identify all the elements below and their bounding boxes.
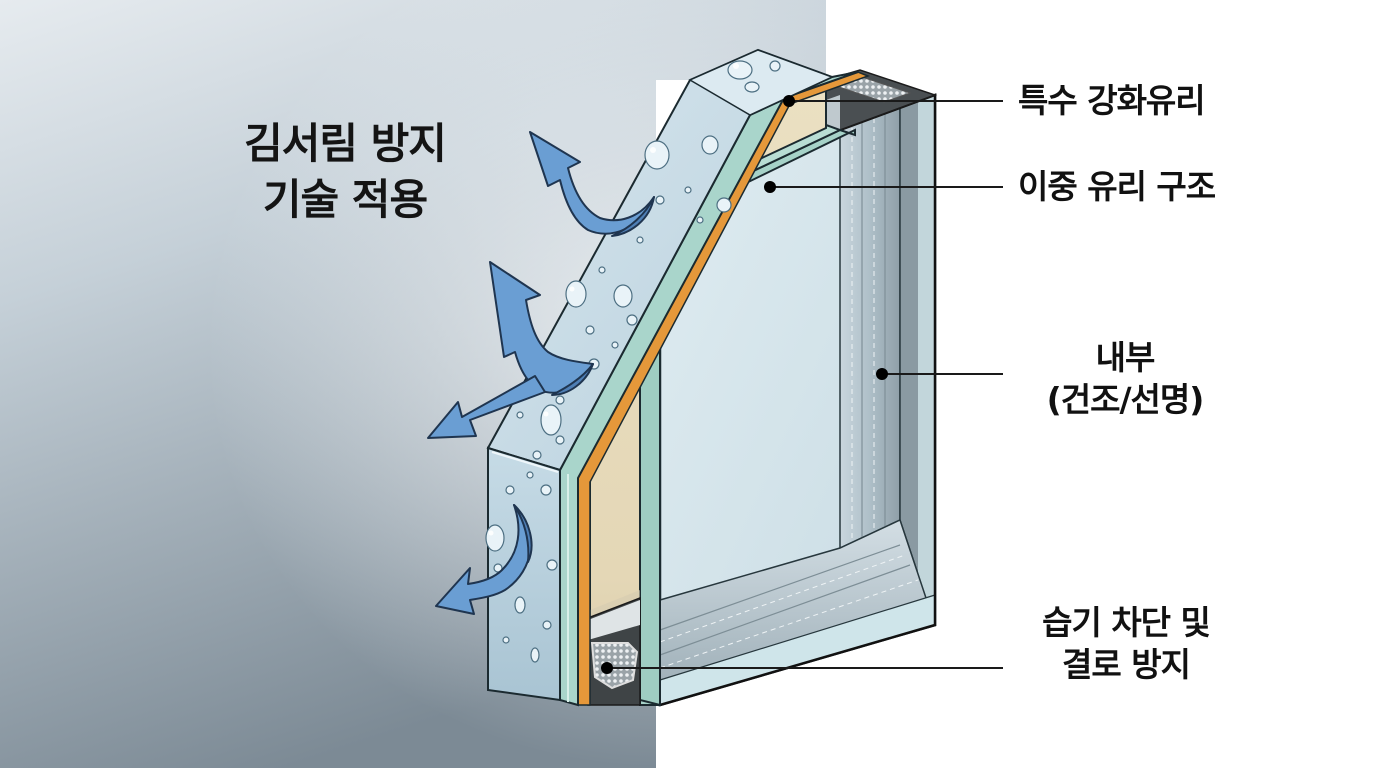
straight-arrow-icon <box>427 375 546 439</box>
callout-dots <box>601 95 888 674</box>
dot-icon <box>783 95 795 107</box>
label-text: 내부 <box>1095 338 1156 377</box>
dot-icon <box>601 662 613 674</box>
title-line-1: 김서림 방지 <box>244 119 447 168</box>
bottom-spacer <box>587 596 641 706</box>
label-moisture-seal: 습기 차단 및 결로 방지 <box>1020 602 1232 686</box>
label-text: 이중 유리 구조 <box>1018 167 1216 206</box>
curved-arrow-icon <box>529 131 655 235</box>
title-line-2: 기술 적용 <box>262 175 428 224</box>
airflow-arrows <box>427 131 655 615</box>
label-text: 습기 차단 및 <box>1042 603 1211 642</box>
dot-icon <box>764 181 776 193</box>
inner-pane-frame <box>658 93 937 707</box>
label-interior: 내부 (건조/선명) <box>1020 337 1230 421</box>
label-text: 결로 방지 <box>1062 645 1191 684</box>
label-text: (건조/선명) <box>1046 380 1205 419</box>
label-text: 특수 강화유리 <box>1018 81 1206 120</box>
leader-lines <box>607 100 1003 669</box>
label-double-glazing: 이중 유리 구조 <box>1018 166 1216 208</box>
label-tempered-glass: 특수 강화유리 <box>1018 80 1206 122</box>
diagram-title: 김서림 방지 기술 적용 <box>200 116 490 228</box>
dot-icon <box>876 368 888 380</box>
